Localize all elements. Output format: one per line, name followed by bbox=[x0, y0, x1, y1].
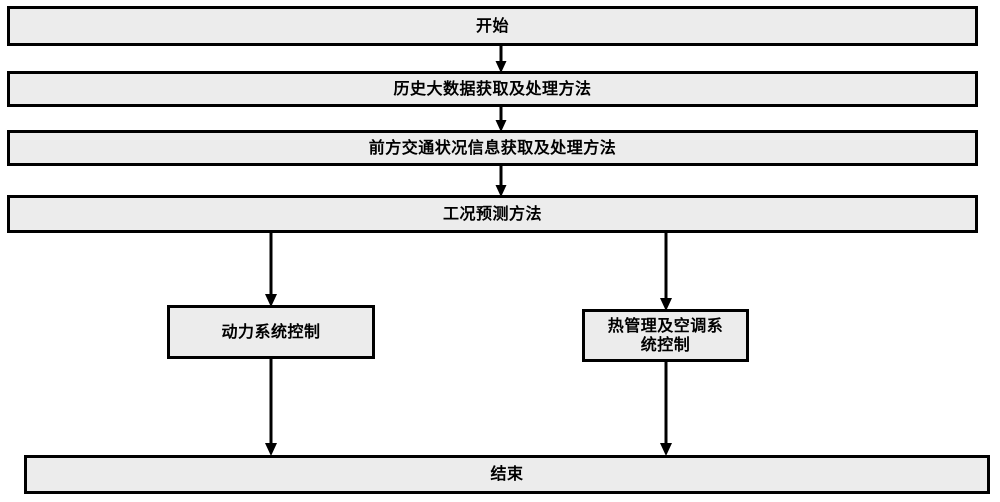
node-traffic-info-method[interactable]: 前方交通状况信息获取及处理方法 bbox=[7, 130, 978, 166]
connector-powertrain-to-end bbox=[264, 356, 278, 458]
node-condition-prediction-method[interactable]: 工况预测方法 bbox=[7, 195, 978, 233]
connector-predict-to-powertrain bbox=[264, 231, 278, 309]
node-start-label: 开始 bbox=[475, 15, 509, 35]
node-history-data-method-label: 历史大数据获取及处理方法 bbox=[393, 78, 592, 98]
node-traffic-info-method-label: 前方交通状况信息获取及处理方法 bbox=[368, 137, 617, 157]
node-thermal-hvac-control[interactable]: 热管理及空调系 统控制 bbox=[582, 309, 749, 362]
connector-predict-to-thermal bbox=[659, 231, 673, 313]
node-end[interactable]: 结束 bbox=[24, 455, 990, 494]
connector-history-to-traffic bbox=[494, 105, 508, 133]
node-powertrain-control[interactable]: 动力系统控制 bbox=[167, 305, 375, 359]
connector-thermal-to-end bbox=[659, 359, 673, 458]
node-condition-prediction-method-label: 工况预测方法 bbox=[442, 203, 542, 223]
node-powertrain-control-label: 动力系统控制 bbox=[221, 321, 321, 341]
node-thermal-hvac-control-label: 热管理及空调系 统控制 bbox=[607, 315, 724, 354]
node-history-data-method[interactable]: 历史大数据获取及处理方法 bbox=[7, 71, 978, 107]
connector-traffic-to-predict bbox=[494, 164, 508, 198]
connector-start-to-history bbox=[494, 44, 508, 74]
node-end-label: 结束 bbox=[490, 464, 524, 484]
node-start[interactable]: 开始 bbox=[7, 6, 978, 46]
